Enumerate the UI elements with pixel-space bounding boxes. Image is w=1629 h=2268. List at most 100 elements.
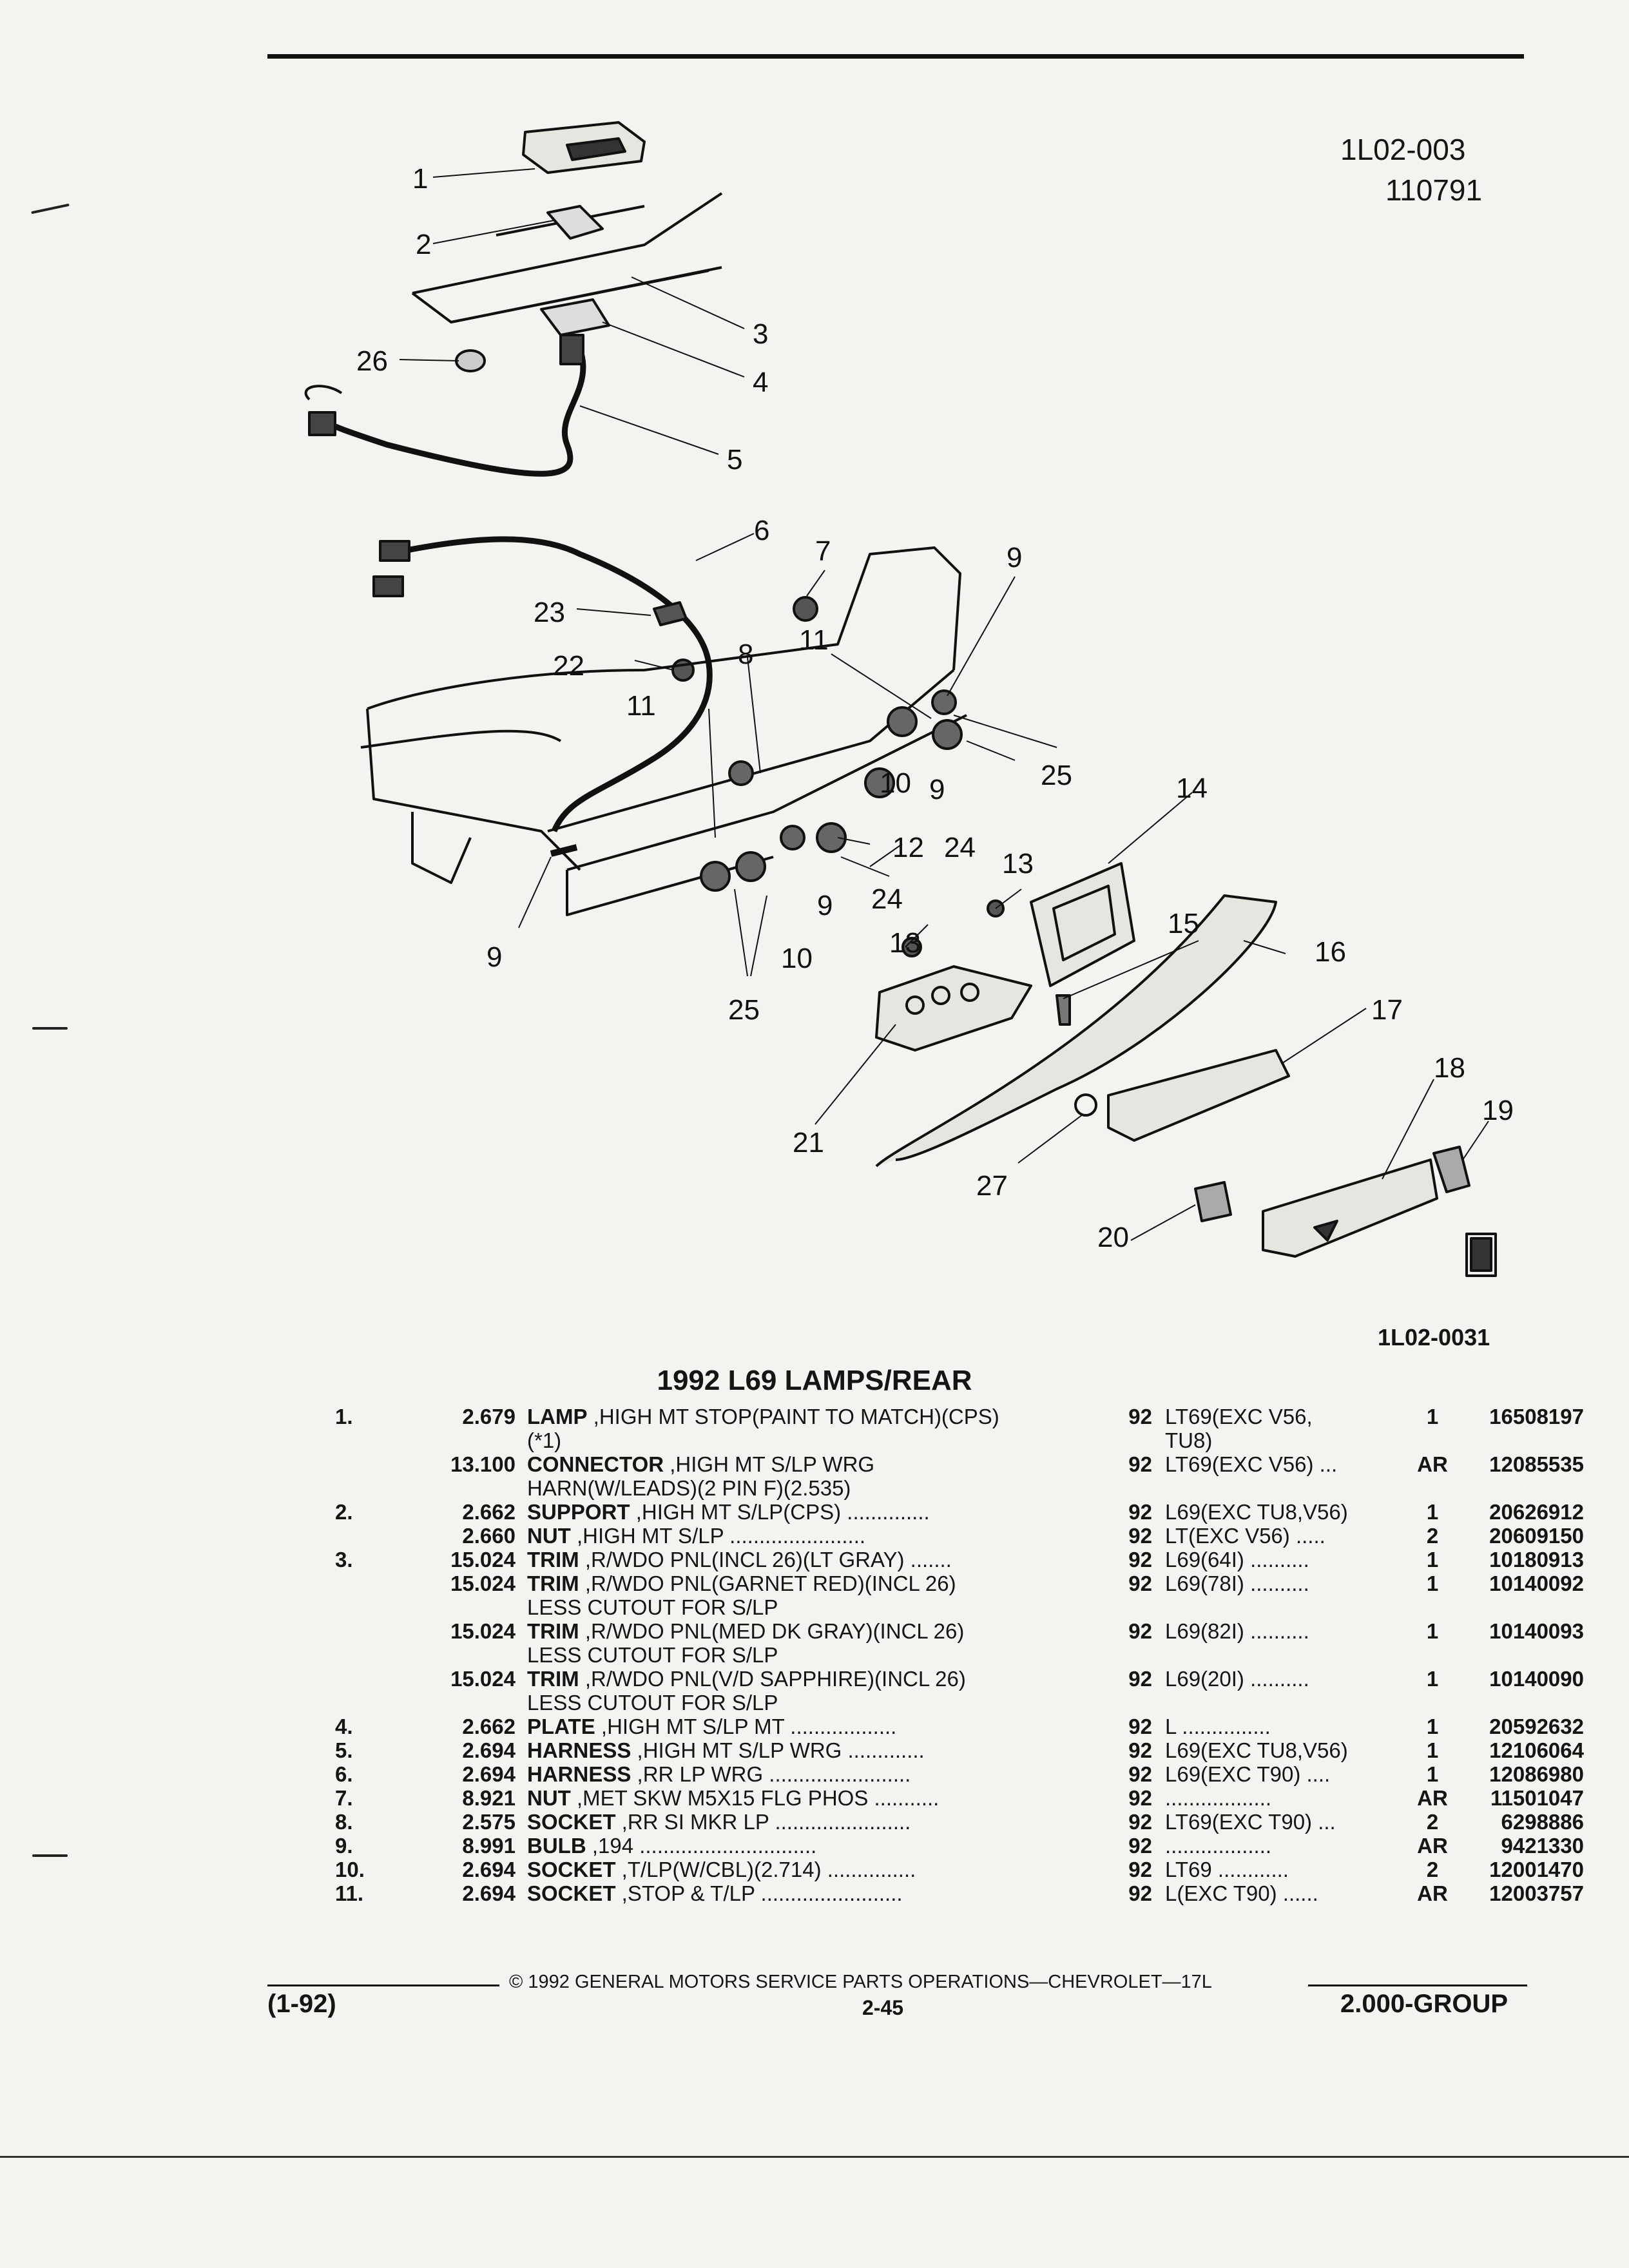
usage-text: LT69 ............ bbox=[1165, 1858, 1289, 1881]
part-description: SOCKET ,STOP & T/LP ....................… bbox=[527, 1881, 1101, 1905]
quantity: 1 bbox=[1426, 1738, 1439, 1762]
usage: .................. bbox=[1165, 1786, 1416, 1810]
callout-21: 21 bbox=[793, 1127, 824, 1158]
callout-26: 26 bbox=[356, 345, 388, 377]
part-detail: ,R/WDO PNL(V/D SAPPHIRE)(INCL 26) bbox=[579, 1667, 966, 1691]
usage-text: LT69(EXC V56, bbox=[1165, 1405, 1313, 1428]
usage-text: L(EXC T90) ...... bbox=[1165, 1881, 1318, 1905]
part-name: PLATE bbox=[527, 1715, 595, 1738]
part-description: SUPPORT ,HIGH MT S/LP(CPS) .............… bbox=[527, 1500, 1101, 1524]
group-code: 2.660 bbox=[462, 1524, 516, 1548]
callout-11: 11 bbox=[626, 690, 656, 722]
model-year: 92 bbox=[1128, 1405, 1152, 1428]
bottom-rule bbox=[0, 2156, 1629, 2158]
top-rule bbox=[267, 54, 1524, 59]
part-description: BULB ,194 .............................. bbox=[527, 1834, 1101, 1858]
usage-text: LT(EXC V56) ..... bbox=[1165, 1524, 1325, 1548]
part-description: TRIM ,R/WDO PNL(V/D SAPPHIRE)(INCL 26)LE… bbox=[527, 1667, 1101, 1715]
model-year: 92 bbox=[1128, 1715, 1152, 1738]
usage-text: L ............... bbox=[1165, 1715, 1271, 1738]
usage-text: L69(EXC TU8,V56) bbox=[1165, 1500, 1348, 1524]
callout-18: 18 bbox=[1434, 1052, 1465, 1084]
footer-rule-left bbox=[267, 1984, 499, 1986]
callout-15: 15 bbox=[1168, 908, 1199, 939]
callout-14: 14 bbox=[1176, 773, 1208, 804]
callout-9: 9 bbox=[487, 941, 502, 973]
part-number: 20626912 bbox=[1489, 1500, 1584, 1524]
item-number: 5. bbox=[335, 1738, 353, 1762]
part-detail: ,HIGH MT S/LP WRG bbox=[664, 1452, 875, 1476]
callout-12: 12 bbox=[892, 832, 924, 863]
callout-27: 27 bbox=[976, 1170, 1008, 1202]
usage: LT69(EXC V56,TU8) bbox=[1165, 1405, 1416, 1452]
part-number: 20609150 bbox=[1489, 1524, 1584, 1548]
item-number: 3. bbox=[335, 1548, 353, 1571]
callout-5: 5 bbox=[727, 444, 742, 476]
part-number: 12003757 bbox=[1489, 1881, 1584, 1905]
usage-text: L69(78I) .......... bbox=[1165, 1571, 1309, 1595]
part-detail: ,T/LP(W/CBL)(2.714) ............... bbox=[615, 1858, 916, 1881]
group-code: 2.679 bbox=[462, 1405, 516, 1428]
part-description: TRIM ,R/WDO PNL(GARNET RED)(INCL 26)LESS… bbox=[527, 1571, 1101, 1619]
item-number: 11. bbox=[335, 1881, 364, 1905]
usage-text: L69(20I) .......... bbox=[1165, 1667, 1309, 1691]
part-name: CONNECTOR bbox=[527, 1452, 664, 1476]
callout-10: 10 bbox=[781, 943, 813, 974]
callout-11: 11 bbox=[799, 624, 829, 656]
group-code: 2.694 bbox=[462, 1762, 516, 1786]
model-year: 92 bbox=[1128, 1762, 1152, 1786]
item-number bbox=[309, 1667, 425, 1715]
usage: L69(64I) .......... bbox=[1165, 1548, 1416, 1571]
model-year: 92 bbox=[1128, 1834, 1152, 1858]
callout-25: 25 bbox=[1041, 760, 1072, 791]
callout-24: 24 bbox=[944, 832, 976, 863]
group-code: 15.024 bbox=[450, 1571, 516, 1595]
quantity: 1 bbox=[1426, 1571, 1439, 1595]
model-year: 92 bbox=[1128, 1881, 1152, 1905]
parts-row: 15.024 TRIM ,R/WDO PNL(GARNET RED)(INCL 2… bbox=[309, 1571, 1584, 1619]
usage: L(EXC T90) ...... bbox=[1165, 1881, 1416, 1905]
hole-punch-mark bbox=[32, 1027, 68, 1030]
page-number: 2-45 bbox=[862, 1996, 904, 2019]
part-name: LAMP bbox=[527, 1405, 588, 1428]
group-code: 2.694 bbox=[462, 1881, 516, 1905]
group-code: 8.921 bbox=[462, 1786, 516, 1810]
copyright-notice: © 1992 GENERAL MOTORS SERVICE PARTS OPER… bbox=[509, 1972, 1212, 1992]
callout-2: 2 bbox=[416, 229, 431, 260]
model-year: 92 bbox=[1128, 1524, 1152, 1548]
group-code: 2.575 bbox=[462, 1810, 516, 1834]
group-code: 15.024 bbox=[450, 1619, 516, 1643]
callout-8: 8 bbox=[738, 639, 753, 670]
part-detail: ,R/WDO PNL(GARNET RED)(INCL 26) bbox=[579, 1571, 956, 1595]
part-name: HARNESS bbox=[527, 1738, 631, 1762]
part-number: 12085535 bbox=[1489, 1452, 1584, 1476]
item-number: 2. bbox=[335, 1500, 353, 1524]
part-note: HARN(W/LEADS)(2 PIN F)(2.535) bbox=[527, 1476, 851, 1500]
item-number: 4. bbox=[335, 1715, 353, 1738]
part-number: 10180913 bbox=[1489, 1548, 1584, 1571]
exploded-parts-diagram: 1 2 3 4 5 26 6 7 9 23 11 22 8 11 25 10 9… bbox=[304, 121, 1514, 1277]
usage: LT(EXC V56) ..... bbox=[1165, 1524, 1416, 1548]
footer-group: 2.000-GROUP bbox=[1340, 1990, 1509, 2018]
quantity: 1 bbox=[1426, 1715, 1439, 1738]
usage-text: LT69(EXC T90) ... bbox=[1165, 1810, 1336, 1834]
item-number: 10. bbox=[335, 1858, 365, 1881]
usage-text: L69(64I) .......... bbox=[1165, 1548, 1309, 1571]
item-number: 6. bbox=[335, 1762, 353, 1786]
part-name: SOCKET bbox=[527, 1810, 616, 1834]
usage: LT69(EXC T90) ... bbox=[1165, 1810, 1416, 1834]
parts-list-title: 1992 L69 LAMPS/REAR bbox=[657, 1365, 972, 1396]
part-number: 12086980 bbox=[1489, 1762, 1584, 1786]
model-year: 92 bbox=[1128, 1500, 1152, 1524]
part-number: 10140092 bbox=[1489, 1571, 1584, 1595]
item-number bbox=[309, 1452, 425, 1500]
callout-25: 25 bbox=[728, 994, 760, 1026]
part-name: SOCKET bbox=[527, 1858, 616, 1881]
part-detail: ,R/WDO PNL(MED DK GRAY)(INCL 26) bbox=[579, 1619, 965, 1643]
quantity: 2 bbox=[1426, 1810, 1439, 1834]
usage: L69(20I) .......... bbox=[1165, 1667, 1416, 1715]
group-code: 2.662 bbox=[462, 1715, 516, 1738]
